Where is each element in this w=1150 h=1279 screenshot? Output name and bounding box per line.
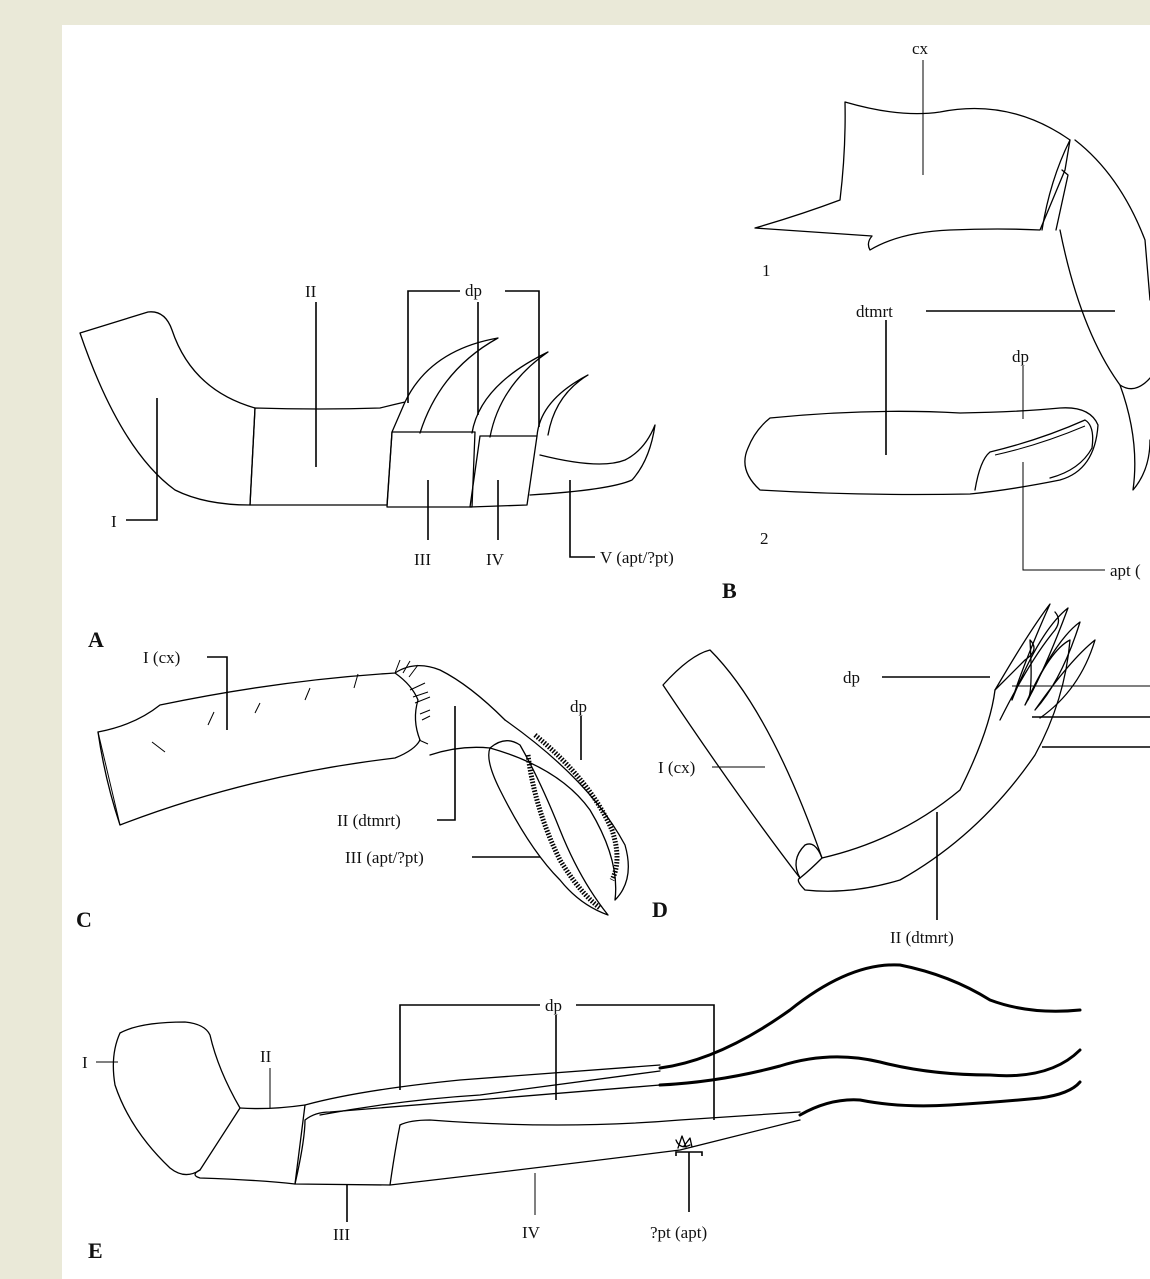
panel-a-label-v: V (apt/?pt) <box>600 548 674 567</box>
panel-c-label-dp: dp <box>570 697 587 716</box>
panel-a-leader-dp-left <box>408 291 460 403</box>
panel-a-letter: A <box>88 627 104 652</box>
panel-a-segment-i <box>80 312 255 505</box>
panel-e-lower-tail <box>800 1082 1080 1115</box>
panel-a-leader-i <box>126 398 157 520</box>
panel-a-finger-2 <box>472 352 548 437</box>
figure-panel: I II III IV V (apt/?pt) dp A cx dtmrt dp… <box>62 25 1150 1279</box>
panel-a-label-iii: III <box>414 550 431 569</box>
panel-e-label-dp: dp <box>545 996 562 1015</box>
panel-a: I II III IV V (apt/?pt) dp A <box>80 281 674 652</box>
panel-d-label-dp: dp <box>843 668 860 687</box>
panel-c-coxa <box>98 666 505 732</box>
panel-b-sub-1: 1 <box>762 261 771 280</box>
panel-e-middle-tail <box>660 1050 1080 1085</box>
panel-b-label-dtmrt: dtmrt <box>856 302 893 321</box>
panel-a-segment-iv <box>470 436 537 507</box>
panel-d-letter: D <box>652 897 668 922</box>
panel-e-small-teeth <box>676 1136 692 1148</box>
panel-c-label-ii: II (dtmrt) <box>337 811 401 830</box>
panel-a-label-dp: dp <box>465 281 482 300</box>
panel-c: I (cx) II (dtmrt) III (apt/?pt) dp C <box>76 648 628 932</box>
panel-b-letter: B <box>722 578 737 603</box>
panel-a-finger-3 <box>537 375 588 436</box>
panel-c-label-i: I (cx) <box>143 648 180 667</box>
panel-e-label-iv: IV <box>522 1223 541 1242</box>
panel-a-segment-v <box>530 425 655 495</box>
figure-drawing: I II III IV V (apt/?pt) dp A cx dtmrt dp… <box>62 25 1150 1279</box>
panel-a-label-iv: IV <box>486 550 505 569</box>
panel-a-segment-iii <box>387 432 475 507</box>
panel-b-sub-2: 2 <box>760 529 769 548</box>
panel-b: cx dtmrt dp apt ( 1 2 B <box>722 39 1150 603</box>
panel-d-label-i: I (cx) <box>658 758 695 777</box>
panel-c-teeth-fixed <box>535 735 617 880</box>
panel-b-label-cx: cx <box>912 39 929 58</box>
panel-a-label-ii: II <box>305 282 317 301</box>
panel-e-segment-ii <box>195 1105 305 1184</box>
panel-c-letter: C <box>76 907 92 932</box>
panel-b-label-dp: dp <box>1012 347 1029 366</box>
panel-e-segment-iii <box>295 1085 660 1185</box>
panel-e-letter: E <box>88 1238 103 1263</box>
panel-b2-segment <box>745 408 1098 495</box>
panel-d: dp I (cx) II (dtmrt) D <box>652 604 1150 947</box>
panel-b1-segment <box>1060 140 1150 389</box>
panel-c-leader-ii <box>437 706 455 820</box>
panel-a-finger-1 <box>405 338 498 433</box>
panel-a-segment-ii <box>250 402 405 505</box>
panel-a-label-i: I <box>111 512 117 531</box>
panel-e-segment-iv <box>390 1112 800 1185</box>
panel-d-fingers <box>995 604 1095 720</box>
panel-b-label-apt: apt ( <box>1110 561 1141 580</box>
panel-e-label-i: I <box>82 1053 88 1072</box>
panel-d-label-ii: II (dtmrt) <box>890 928 954 947</box>
panel-b1-coxa <box>755 102 1070 250</box>
panel-c-label-iii: III (apt/?pt) <box>345 848 424 867</box>
panel-c-base-end <box>98 732 120 825</box>
panel-b2-inner-line <box>995 426 1085 455</box>
panel-e: I II dp III IV ?pt (apt) E <box>82 965 1080 1263</box>
panel-e-upper-tail <box>660 965 1080 1068</box>
panel-e-leader-dp-left <box>400 1005 540 1090</box>
panel-e-label-pt: ?pt (apt) <box>650 1223 707 1242</box>
panel-e-label-ii: II <box>260 1047 272 1066</box>
panel-c-distal <box>395 673 490 755</box>
panel-e-label-iii: III <box>333 1225 350 1244</box>
panel-b1-tip <box>1120 385 1150 490</box>
panel-e-leader-pt <box>676 1152 702 1212</box>
panel-e-leader-dp-right <box>576 1005 714 1120</box>
panel-e-segment-i <box>113 1022 240 1175</box>
